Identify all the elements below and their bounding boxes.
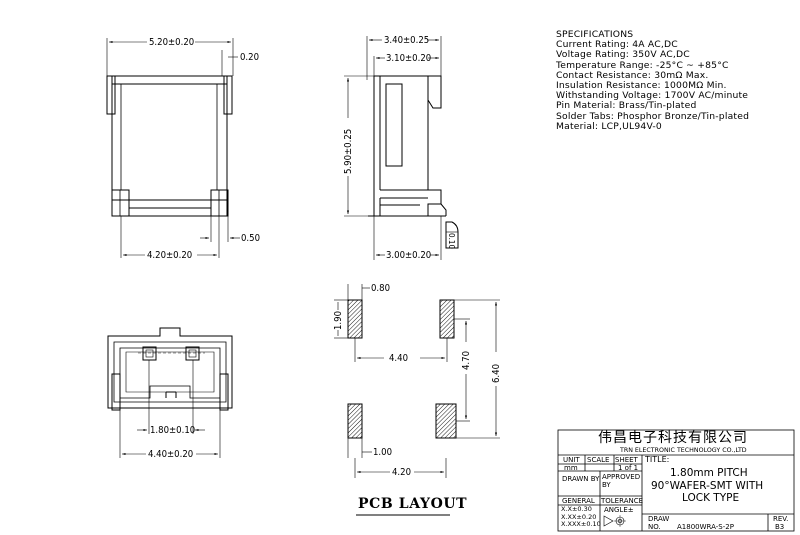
spec-line: Pin Material: Brass/Tin-plated <box>556 100 697 112</box>
approved-by-label: APPROVED BY <box>602 473 641 489</box>
spec-line: Contact Resistance: 30mΩ Max. <box>556 69 709 81</box>
dim-small-pad: 1.00 <box>373 447 392 458</box>
sheet-value: 1 of 1 <box>618 464 639 472</box>
tolerance-line: X.XX±0.20 <box>561 512 597 521</box>
dim-pad-width: 0.80 <box>371 283 390 294</box>
spec-line: Insulation Resistance: 1000MΩ Min. <box>556 79 727 91</box>
tolerance-line: X.X±0.30 <box>561 505 592 513</box>
dim-pad-spacing-y: 4.70 <box>461 351 472 370</box>
title-label: TITLE: <box>645 455 670 464</box>
pcb-layout-title: PCB LAYOUT <box>358 496 468 512</box>
spec-line: Temperature Range: -25°C ~ +85°C <box>556 59 729 71</box>
dim-front-span: 4.20±0.20 <box>147 250 192 261</box>
dim-side-height: 5.90±0.25 <box>343 129 354 174</box>
company-name-en: TRN ELECTRONIC TECHNOLOGY CO.,LTD <box>620 447 747 454</box>
pcb-pad-top-left <box>347 299 363 339</box>
tolerance-line: X.XXX±0.10 <box>561 520 601 528</box>
spec-line: Voltage Rating: 350V AC,DC <box>556 49 690 61</box>
dim-side-width: 3.40±0.25 <box>384 35 429 46</box>
specifications: SPECIFICATIONS Current Rating: 4A AC,DC … <box>556 29 750 132</box>
dim-top-width: 5.20±0.20 <box>149 37 194 48</box>
scale-label: SCALE <box>587 456 610 464</box>
dim-side-tab: 0.10 <box>447 233 456 249</box>
dim-total-y: 6.40 <box>491 364 502 383</box>
spec-line: Solder Tabs: Phosphor Bronze/Tin-plated <box>556 110 750 122</box>
rev-value: B3 <box>775 523 785 531</box>
title-block-frame <box>557 429 795 532</box>
angle-label: ANGLE± <box>604 506 634 514</box>
dim-bottom-pitch: 1.80±0.10 <box>150 425 195 436</box>
draw-no-label: DRAW NO. <box>648 515 670 531</box>
draw-no: A1800WRA-S-2P <box>677 523 734 531</box>
pcb-layout <box>334 284 500 516</box>
dim-top-lead: 0.20 <box>240 52 259 63</box>
tolerance-label: TOLERANCE <box>601 497 644 505</box>
dim-side-base: 3.00±0.20 <box>386 250 431 261</box>
title-line-3: LOCK TYPE <box>682 492 740 504</box>
pcb-pad-bottom-left <box>347 403 363 439</box>
spec-line: Withstanding Voltage: 1700V AC/minute <box>556 90 749 102</box>
side-view <box>344 36 459 260</box>
spec-line: Current Rating: 4A AC,DC <box>556 39 678 51</box>
dim-bottom-span: 4.40±0.20 <box>148 449 193 460</box>
drawn-by-label: DRAWN BY <box>562 475 600 483</box>
dim-side-inner: 3.10±0.20 <box>386 53 431 64</box>
unit-value: mm <box>564 464 578 472</box>
bottom-view <box>107 327 233 458</box>
sheet-label: SHEET <box>615 456 638 464</box>
title-line-1: 1.80mm PITCH <box>670 467 748 479</box>
dim-front-tab: 0.50 <box>241 233 260 244</box>
front-view <box>106 38 240 258</box>
rev-label: REV. <box>773 515 789 523</box>
dim-pad-spacing-x: 4.40 <box>389 353 408 364</box>
spec-heading: SPECIFICATIONS <box>556 29 634 40</box>
company-name-cn: 伟昌电子科技有限公司 <box>598 430 748 446</box>
pcb-pad-bottom-right <box>435 403 457 439</box>
title-line-2: 90°WAFER-SMT WITH <box>651 480 764 492</box>
pcb-pad-top-right <box>439 299 455 339</box>
unit-label: UNIT <box>563 456 580 464</box>
dim-pad-height: 1.90 <box>333 311 344 330</box>
dim-small-spacing: 4.20 <box>392 467 411 478</box>
spec-line: Material: LCP,UL94V-0 <box>556 120 662 132</box>
general-label: GENERAL <box>562 497 595 505</box>
